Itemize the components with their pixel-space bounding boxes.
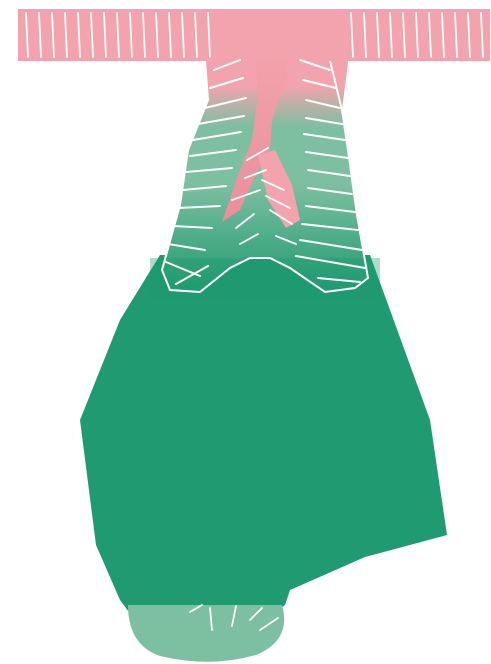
tissue-mass [80,255,447,650]
bottom-bulge [128,605,284,662]
surface-epithelium [18,9,490,61]
